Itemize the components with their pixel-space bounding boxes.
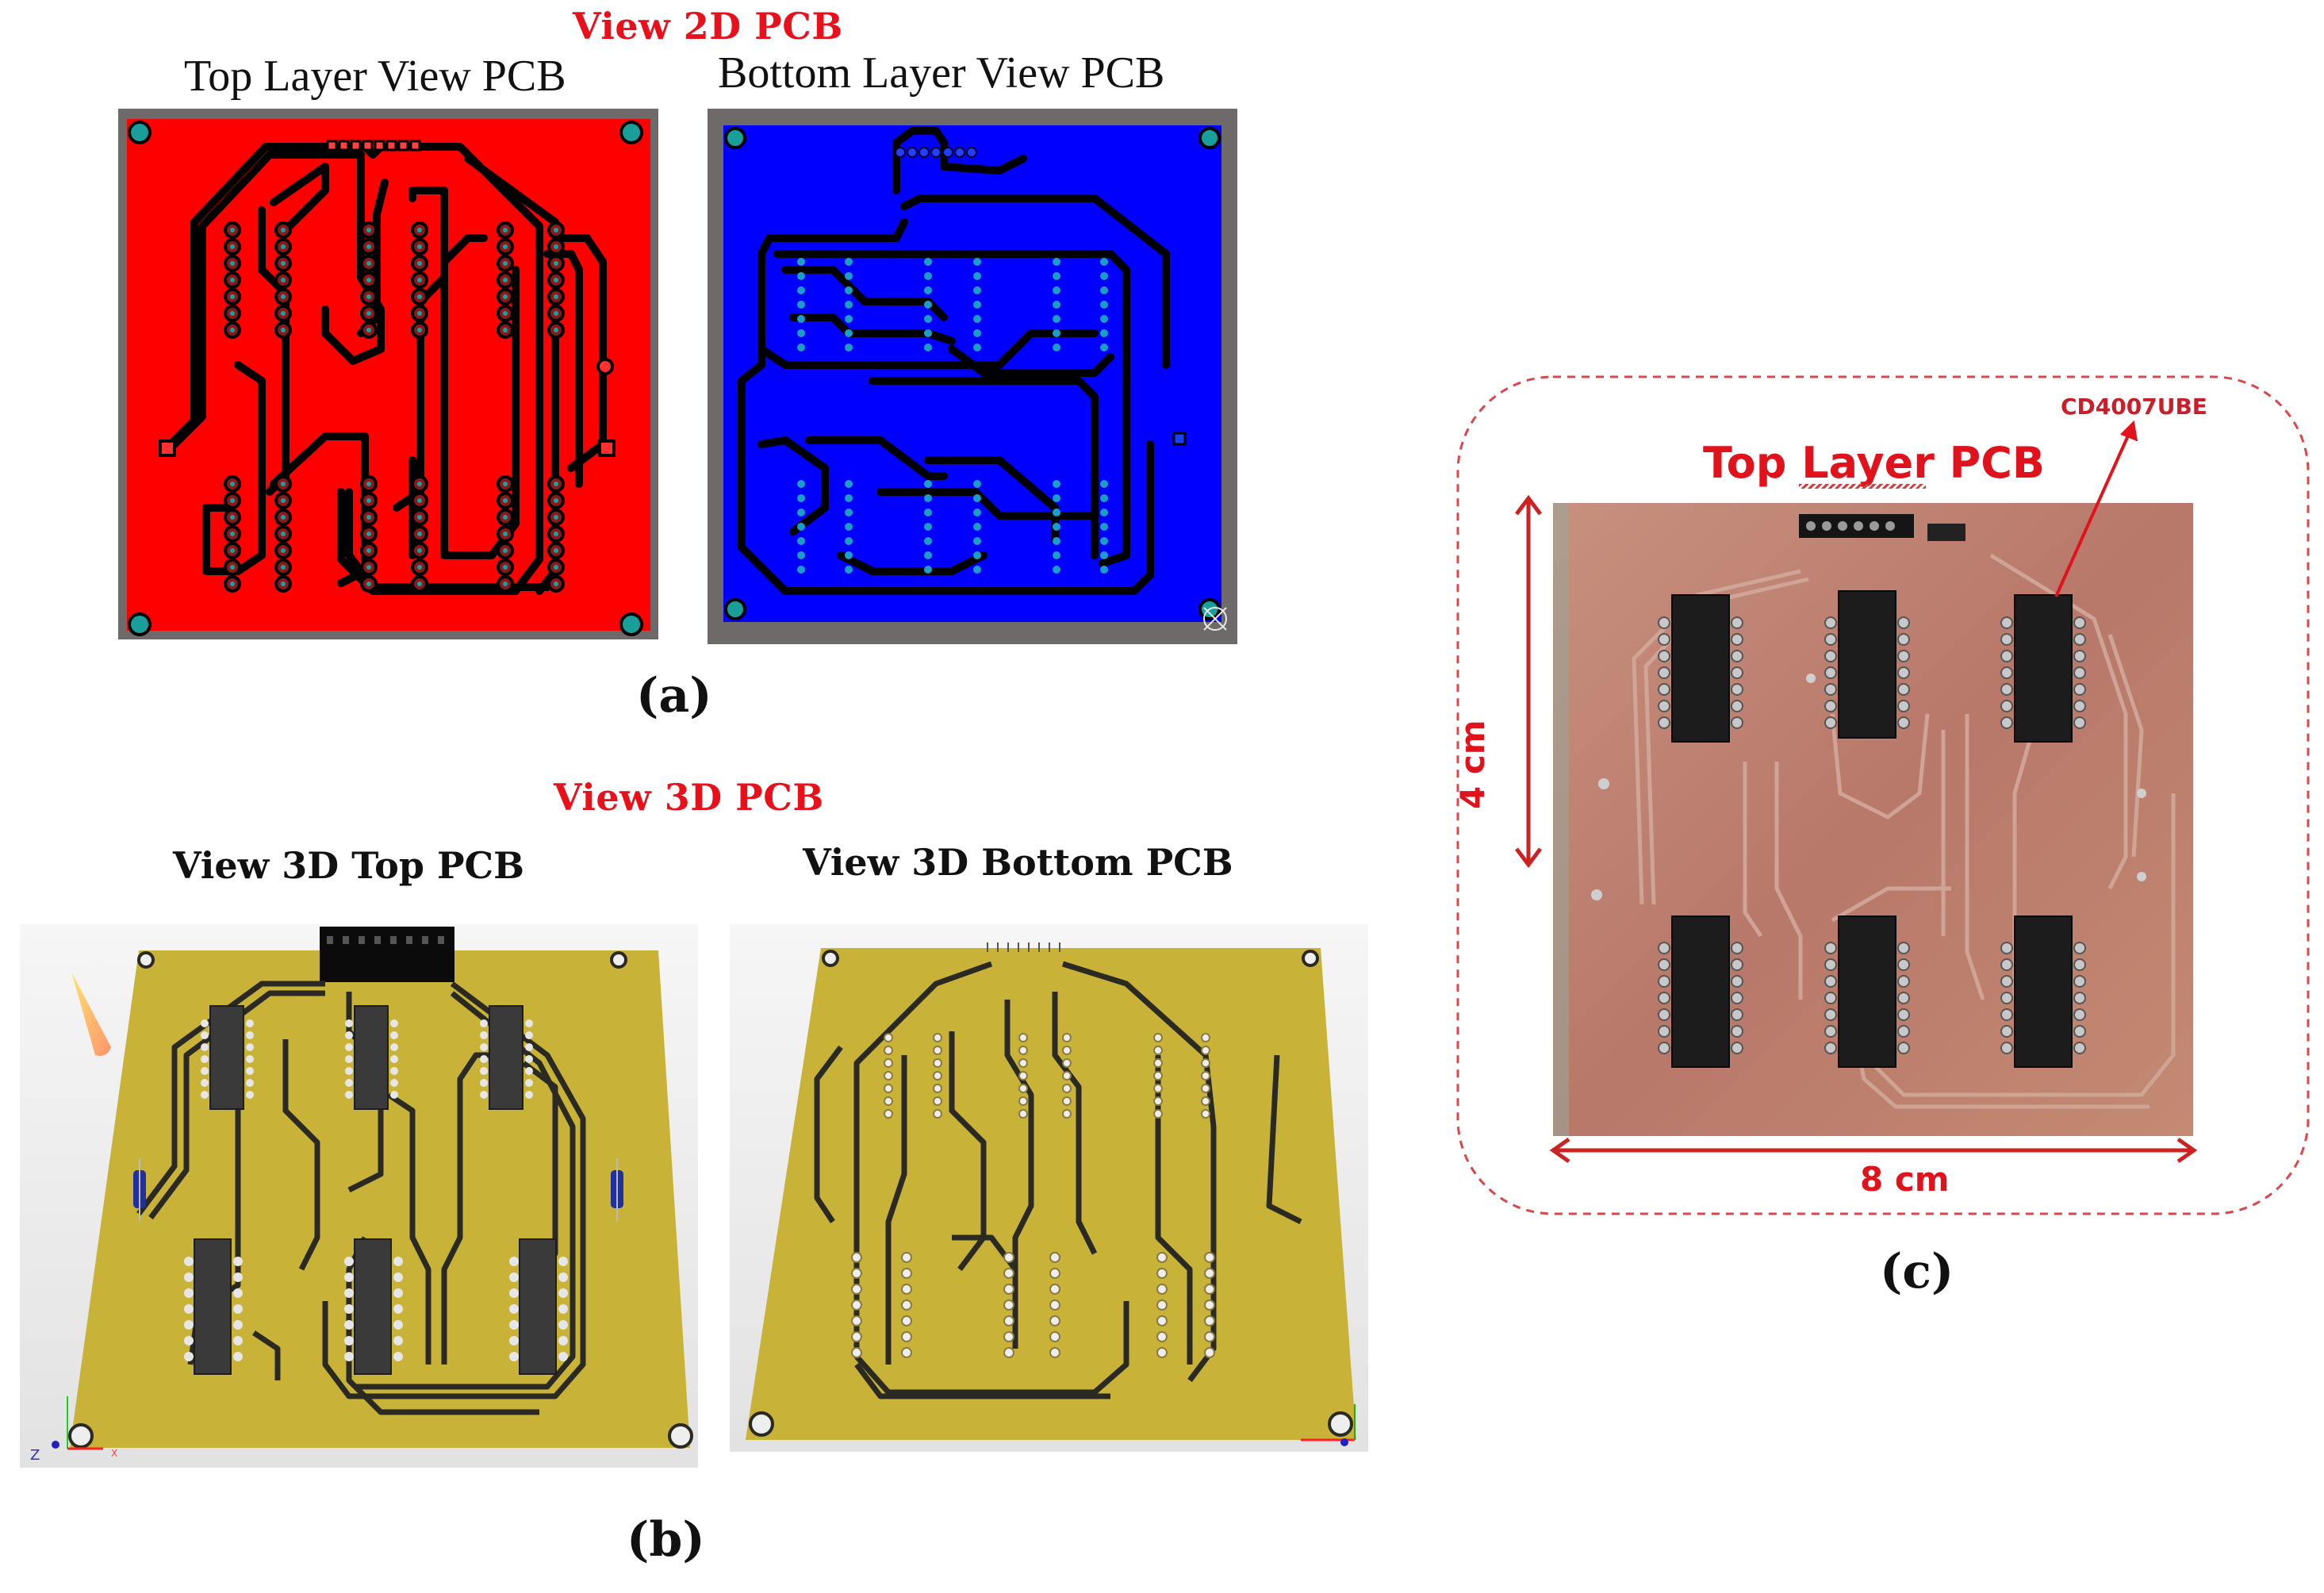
view-3d-bottom-label: View 3D Bottom PCB [803,841,1233,884]
panel-b-title: View 3D PCB [554,776,824,819]
part-number-label: CD4007UBE [2061,393,2207,420]
top-layer-view-label: Top Layer View PCB [184,52,566,101]
pcb-2d-bottom-layer [708,109,1237,644]
axis-x-label: X [111,1448,117,1459]
pcb-photo-panel [1456,375,2310,1215]
width-dimension-label: 8 cm [1860,1160,1950,1199]
photo-title: Top Layer PCB [1703,438,2046,488]
pcb-3d-top-view [20,924,698,1468]
panel-a-caption: (a) [636,668,712,724]
view-3d-top-label: View 3D Top PCB [173,844,525,887]
panel-c-caption: (c) [1880,1244,1954,1299]
panel-a-title: View 2D PCB [573,5,843,48]
height-dimension-label: 4 cm [1453,720,1492,809]
axis-z-label: Z [30,1447,40,1464]
spellcheck-underline [1799,484,1926,489]
pcb-2d-top-layer [118,109,658,639]
panel-b-caption: (b) [627,1512,705,1568]
bottom-layer-view-label: Bottom Layer View PCB [718,48,1165,98]
pcb-3d-bottom-view [730,924,1368,1452]
